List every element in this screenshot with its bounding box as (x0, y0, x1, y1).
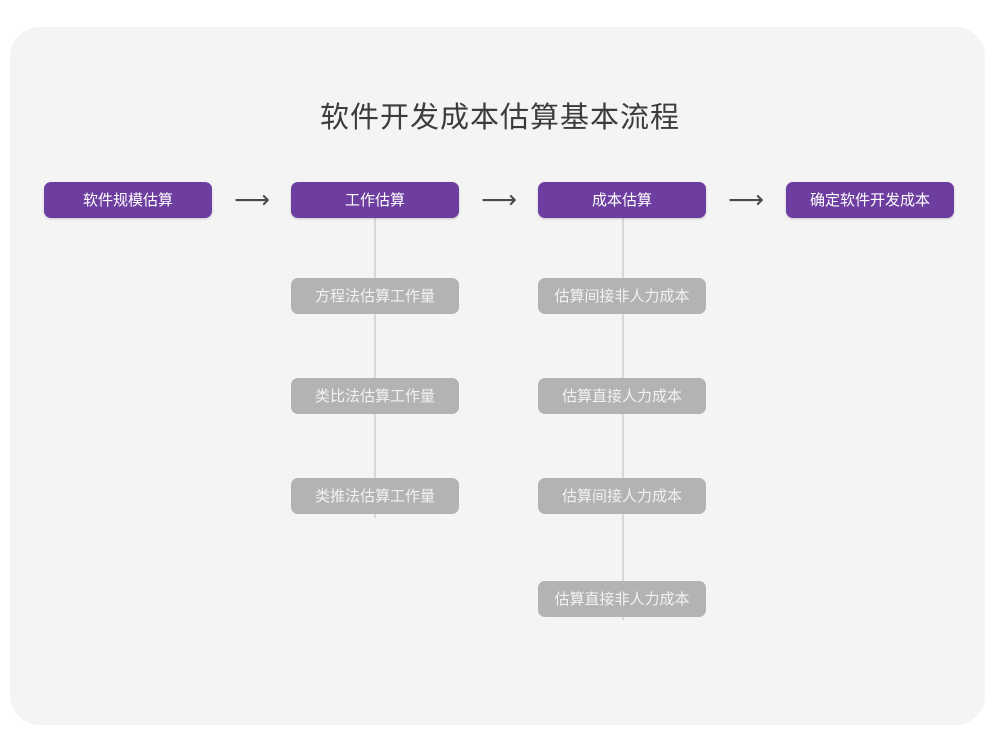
branch-node-label: 方程法估算工作量 (314, 287, 435, 305)
branch-node-direct-labor-cost[interactable]: 估算直接人力成本 (538, 378, 706, 414)
content-card (10, 27, 985, 725)
connector-work-branch (374, 218, 376, 518)
flow-node-label: 成本估算 (591, 191, 652, 209)
branch-node-indirect-nonlabor-cost[interactable]: 估算间接非人力成本 (538, 278, 706, 314)
flow-node-label: 工作估算 (344, 191, 405, 209)
flow-node-software-scale-estimation[interactable]: 软件规模估算 (44, 182, 212, 218)
branch-node-label: 估算直接非人力成本 (554, 590, 690, 608)
branch-node-label: 类比法估算工作量 (314, 387, 435, 405)
branch-node-label: 估算间接非人力成本 (554, 287, 690, 305)
connector-cost-branch (622, 218, 624, 620)
branch-node-label: 估算间接人力成本 (561, 487, 682, 505)
flow-arrow-3-icon: ⟶ (728, 185, 764, 214)
flow-arrow-2-icon: ⟶ (481, 185, 517, 214)
branch-node-analogy-method-workload[interactable]: 类比法估算工作量 (291, 378, 459, 414)
branch-node-indirect-labor-cost[interactable]: 估算间接人力成本 (538, 478, 706, 514)
flow-node-work-estimation[interactable]: 工作估算 (291, 182, 459, 218)
flow-node-label: 软件规模估算 (82, 191, 173, 209)
flow-arrow-1-icon: ⟶ (234, 185, 270, 214)
branch-node-direct-nonlabor-cost[interactable]: 估算直接非人力成本 (538, 581, 706, 617)
branch-node-equation-method-workload[interactable]: 方程法估算工作量 (291, 278, 459, 314)
flow-node-cost-estimation[interactable]: 成本估算 (538, 182, 706, 218)
branch-node-label: 估算直接人力成本 (561, 387, 682, 405)
flow-node-label: 确定软件开发成本 (809, 191, 930, 209)
branch-node-inference-method-workload[interactable]: 类推法估算工作量 (291, 478, 459, 514)
flow-node-determine-development-cost[interactable]: 确定软件开发成本 (786, 182, 954, 218)
page-title: 软件开发成本估算基本流程 (319, 102, 680, 134)
branch-node-label: 类推法估算工作量 (314, 487, 435, 505)
